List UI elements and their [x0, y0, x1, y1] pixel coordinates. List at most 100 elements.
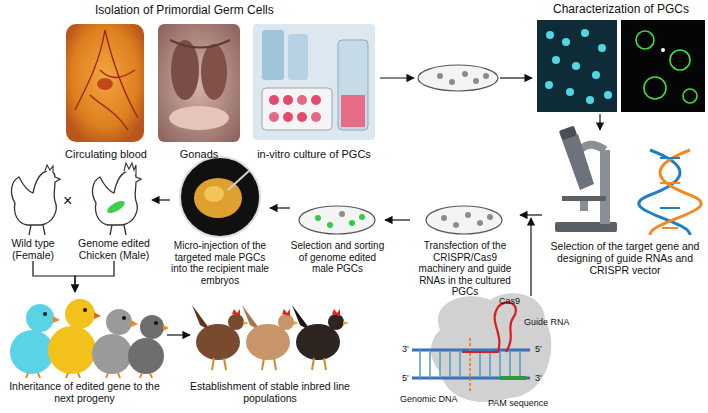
hens-illustration	[243, 321, 249, 325]
gonad-photo	[171, 40, 199, 100]
dna-helix-icon	[660, 182, 680, 184]
flow-arrow	[385, 219, 410, 220]
culture-dish	[418, 65, 498, 91]
gonad-photo	[201, 44, 227, 100]
egg-yolk-photo	[66, 24, 144, 142]
flow-arrow	[380, 77, 414, 78]
staining-micrograph	[598, 44, 606, 52]
dna-helix-icon	[662, 227, 678, 229]
annotation-label: Cas9	[499, 297, 520, 306]
figure-node: Gonads	[155, 20, 243, 166]
chicks-illustration	[48, 326, 96, 374]
rooster-outline	[93, 170, 141, 225]
dna-helix-icon	[660, 207, 680, 209]
sorted-dish	[349, 220, 355, 226]
culture-photo	[283, 95, 293, 105]
annotation-label: 3'	[535, 374, 542, 383]
crispr-cas9-illustration	[500, 376, 526, 380]
figure-node: Genome edited Chicken (Male)	[76, 160, 152, 261]
egg-yolk-photo	[75, 30, 138, 130]
culture-photo	[269, 95, 279, 105]
hens-illustration	[332, 309, 340, 316]
crispr-cas9-illustration	[462, 302, 516, 352]
chicks-illustration	[10, 330, 54, 374]
figure-node: Selection of the target gene and designi…	[542, 130, 708, 290]
gonad-photo	[158, 24, 240, 142]
node-caption: Genome edited Chicken (Male)	[76, 237, 152, 261]
flow-arrow	[520, 214, 542, 215]
flow-arrow	[152, 199, 170, 200]
microscope-icon	[559, 126, 577, 141]
staining-micrograph	[537, 20, 617, 112]
staining-micrograph	[537, 20, 705, 112]
diagram-title: Isolation of Primordial Germ Cells	[95, 3, 274, 17]
staining-micrograph	[586, 96, 594, 104]
chicks-illustration	[83, 308, 87, 312]
node-caption: Micro-injection of the targeted male PGC…	[170, 240, 270, 286]
dna-helix-icon	[639, 150, 701, 235]
hen-outline	[12, 170, 60, 225]
microscope-icon	[555, 126, 617, 232]
flow-arrow	[75, 261, 114, 292]
staining-micrograph	[661, 48, 665, 52]
node-caption: Characterization of PGCs	[535, 3, 707, 17]
rooster-outline	[110, 225, 126, 235]
chicks-illustration	[163, 325, 169, 331]
culture-photo	[311, 112, 321, 122]
chicks-illustration	[65, 299, 95, 329]
culture-photo	[297, 112, 307, 122]
figure-node: Micro-injection of the targeted male PGC…	[170, 155, 270, 300]
egg-yolk-photo	[66, 24, 144, 142]
gonad-photo	[158, 24, 240, 142]
culture-photo	[253, 24, 375, 140]
culture-dish	[462, 71, 468, 77]
gonad-photo	[170, 40, 230, 48]
figure-node: Selection and sorting of genome edited m…	[290, 195, 385, 300]
dna-helix-icon	[650, 150, 701, 235]
annotation-label: 5'	[402, 374, 409, 383]
figure-node: Transfection of the CRISPR/Cas9 machiner…	[410, 195, 520, 300]
node-caption: Wild type (Female)	[2, 237, 64, 261]
hens-illustration	[343, 321, 349, 325]
culture-photo	[297, 95, 307, 105]
staining-micrograph	[644, 77, 666, 99]
hen-outline	[12, 165, 60, 235]
egg-yolk-photo	[97, 78, 113, 90]
chicks-illustration	[26, 373, 152, 378]
hen-outline	[29, 225, 45, 235]
chicks-illustration	[128, 338, 164, 374]
staining-micrograph	[621, 20, 705, 112]
embryo-injection-photo	[204, 186, 224, 202]
node-caption: Selection and sorting of genome edited m…	[290, 240, 385, 275]
annotation-label: 5'	[535, 345, 542, 354]
staining-micrograph	[566, 88, 574, 96]
annotation-label: PAM sequence	[488, 399, 548, 408]
flow-arrow	[500, 77, 532, 78]
sorted-dish	[299, 206, 375, 234]
culture-dish	[418, 65, 498, 91]
chicks-illustration	[53, 316, 60, 323]
annotation-label: ×	[63, 193, 72, 209]
transfection-dish	[453, 222, 459, 228]
flow-arrow	[33, 261, 75, 292]
chicks-illustration	[10, 299, 169, 378]
hens-illustration	[232, 309, 240, 316]
transfection-dish	[487, 214, 493, 220]
staining-micrograph	[546, 31, 554, 39]
node-caption: Transfection of the CRISPR/Cas9 machiner…	[410, 240, 520, 298]
culture-dish	[449, 79, 455, 85]
figure-node: in-vitro culture of PGCs	[250, 20, 378, 166]
microscope-icon	[600, 150, 610, 224]
transfection-dish	[477, 220, 483, 226]
embryo-injection-photo	[180, 157, 260, 237]
culture-photo	[283, 112, 293, 122]
culture-photo	[311, 95, 321, 105]
culture-dish	[437, 73, 443, 79]
culture-photo	[288, 34, 308, 80]
figure-node: Characterization of PGCs	[535, 2, 707, 114]
staining-micrograph	[592, 71, 600, 79]
microscope-icon	[562, 196, 606, 201]
hens-illustration	[192, 305, 349, 370]
hens-illustration	[282, 309, 290, 316]
